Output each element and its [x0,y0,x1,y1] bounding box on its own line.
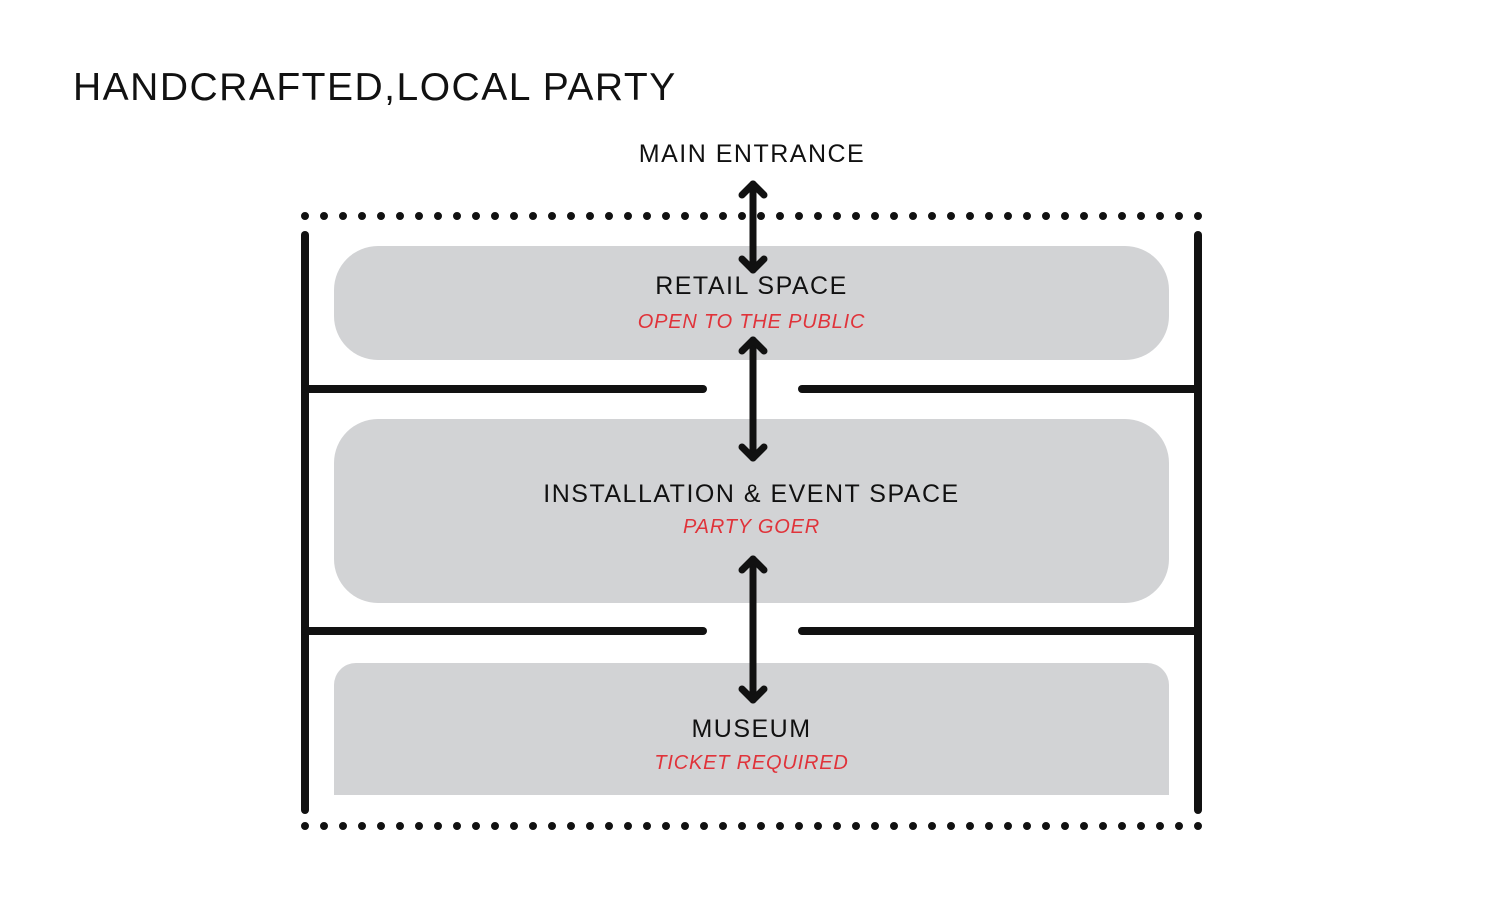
room-subtitle: OPEN TO THE PUBLIC [637,311,866,333]
main-entrance-label: MAIN ENTRANCE [638,140,866,168]
arrow-retail-to-event [738,336,768,462]
arrow-entrance-to-retail [738,180,768,274]
arrow-event-to-museum [738,555,768,704]
room-title: RETAIL SPACE [655,272,848,300]
room-subtitle: PARTY GOER [683,516,820,538]
room-museum: MUSEUM TICKET REQUIRED [334,663,1169,795]
page-title: HANDCRAFTED,LOCAL PARTY [73,66,677,109]
room-title: INSTALLATION & EVENT SPACE [543,480,960,508]
room-title: MUSEUM [691,715,812,743]
room-subtitle: TICKET REQUIRED [654,752,849,774]
